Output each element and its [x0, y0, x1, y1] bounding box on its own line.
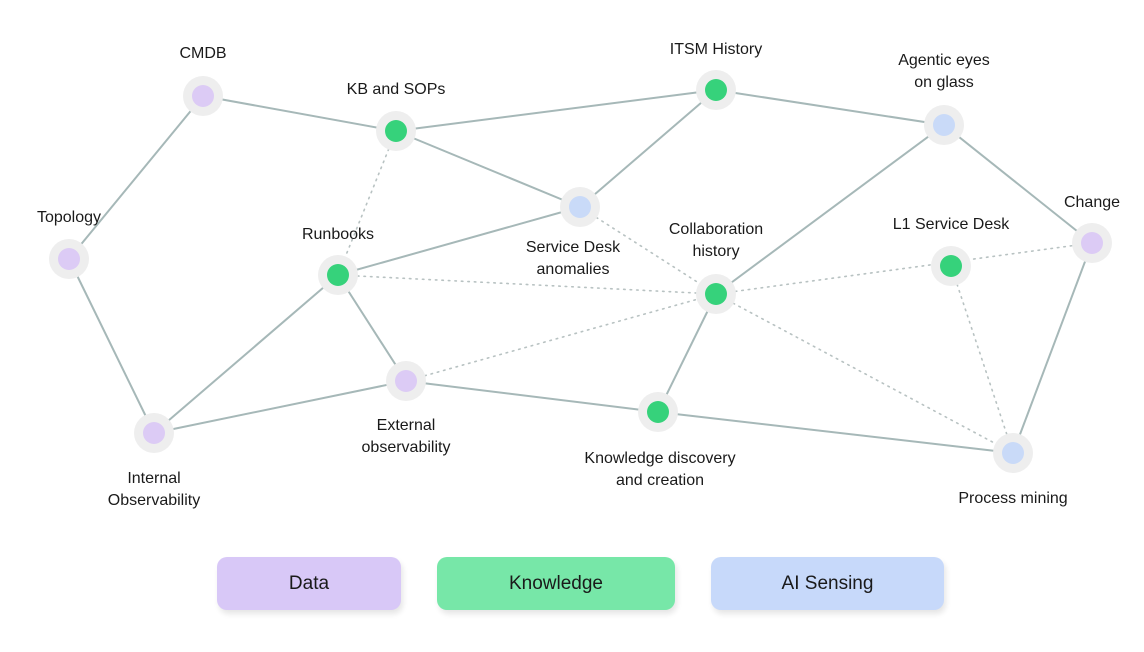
node-external-observability: External observability: [362, 361, 451, 456]
node-label-line: Collaboration: [669, 221, 763, 238]
node-label-line: Knowledge discovery: [584, 450, 735, 467]
node-label-line: CMDB: [179, 45, 226, 62]
node-l1-service-desk: L1 Service Desk: [893, 216, 1010, 286]
legend-data: Data: [217, 557, 401, 610]
edge-service-desk-anomalies-to-collaboration-history: [579, 206, 717, 295]
node-dot-ai_sensing: [569, 196, 591, 218]
node-dot-data: [395, 370, 417, 392]
node-label-line: External: [377, 417, 436, 434]
edge-change-to-process-mining: [1012, 242, 1093, 454]
legend-knowledge: Knowledge: [437, 557, 675, 610]
node-topology: Topology: [37, 209, 101, 279]
node-agentic-eyes: Agentic eyes on glass: [898, 52, 990, 145]
node-label-line: Internal: [127, 470, 180, 487]
node-label-line: KB and SOPs: [347, 81, 446, 98]
node-label-line: Topology: [37, 209, 101, 226]
node-dot-data: [143, 422, 165, 444]
node-label-line: Runbooks: [302, 226, 374, 243]
node-process-mining: Process mining: [958, 433, 1068, 507]
node-label-line: Service Desk: [526, 239, 621, 256]
node-dot-data: [58, 248, 80, 270]
node-service-desk-anomalies: Service Desk anomalies: [526, 187, 621, 278]
node-label-line: and creation: [616, 472, 704, 489]
edge-runbooks-to-service-desk-anomalies: [337, 206, 581, 276]
edge-collaboration-history-to-change: [715, 242, 1093, 295]
node-label-line: Agentic eyes: [898, 52, 990, 69]
edge-knowledge-discovery-to-process-mining: [657, 411, 1014, 454]
edge-topology-to-internal-observability: [68, 258, 155, 434]
edge-kb-sops-to-itsm-history: [395, 89, 717, 132]
edge-itsm-history-to-agentic-eyes: [715, 89, 945, 126]
node-dot-ai_sensing: [933, 114, 955, 136]
node-label-line: L1 Service Desk: [893, 216, 1010, 233]
node-label-line: Observability: [108, 492, 200, 509]
node-label-collaboration-history: Collaboration history: [669, 221, 763, 260]
edge-external-observability-to-knowledge-discovery: [405, 380, 659, 413]
node-dot-knowledge: [705, 79, 727, 101]
node-label-itsm-history: ITSM History: [670, 41, 762, 58]
node-dot-knowledge: [647, 401, 669, 423]
node-collaboration-history: Collaboration history: [669, 221, 763, 314]
node-label-agentic-eyes: Agentic eyes on glass: [898, 52, 990, 91]
node-cmdb: CMDB: [179, 45, 227, 116]
node-label-l1-service-desk: L1 Service Desk: [893, 216, 1010, 233]
node-label-line: ITSM History: [670, 41, 762, 58]
edge-runbooks-to-collaboration-history: [337, 274, 717, 295]
legend-ai-sensing: AI Sensing: [711, 557, 944, 610]
node-label-kb-sops: KB and SOPs: [347, 81, 446, 98]
node-label-runbooks: Runbooks: [302, 226, 374, 243]
legend-data-label: Data: [288, 572, 330, 594]
node-itsm-history: ITSM History: [670, 41, 762, 110]
edge-agentic-eyes-to-change: [943, 124, 1093, 244]
node-label-external-observability: External observability: [362, 417, 451, 456]
node-label-knowledge-discovery: Knowledge discovery and creation: [584, 450, 735, 489]
node-knowledge-discovery: Knowledge discovery and creation: [584, 392, 736, 489]
edge-external-observability-to-collaboration-history: [405, 293, 717, 382]
node-label-change: Change: [1064, 194, 1120, 211]
node-label-line: history: [692, 243, 739, 260]
node-label-line: Process mining: [958, 490, 1067, 507]
edges-layer: [68, 89, 1093, 454]
edge-internal-observability-to-external-observability: [153, 380, 407, 434]
node-dot-data: [192, 85, 214, 107]
edge-agentic-eyes-to-collaboration-history: [715, 124, 945, 295]
node-label-topology: Topology: [37, 209, 101, 226]
node-dot-ai_sensing: [1002, 442, 1024, 464]
edge-service-desk-anomalies-to-itsm-history: [579, 89, 717, 208]
legend-ai-sensing-label: AI Sensing: [781, 572, 874, 594]
edge-knowledge-discovery-to-collaboration-history: [657, 293, 717, 413]
node-label-cmdb: CMDB: [179, 45, 226, 62]
edge-cmdb-to-topology: [68, 95, 204, 260]
node-dot-data: [1081, 232, 1103, 254]
legend-knowledge-label: Knowledge: [508, 572, 604, 594]
node-kb-sops: KB and SOPs: [347, 81, 446, 151]
edge-kb-sops-to-service-desk-anomalies: [395, 130, 581, 208]
node-dot-knowledge: [385, 120, 407, 142]
edge-runbooks-to-external-observability: [337, 274, 407, 382]
edge-l1-service-desk-to-process-mining: [950, 265, 1014, 454]
node-label-line: on glass: [914, 74, 974, 91]
node-dot-knowledge: [705, 283, 727, 305]
node-label-line: observability: [362, 439, 451, 456]
node-runbooks: Runbooks: [302, 226, 374, 295]
edge-cmdb-to-kb-sops: [202, 95, 397, 132]
node-change: Change: [1064, 194, 1120, 263]
node-label-process-mining: Process mining: [958, 490, 1067, 507]
edge-collaboration-history-to-process-mining: [715, 293, 1014, 454]
edge-internal-observability-to-runbooks: [153, 274, 339, 434]
node-dot-knowledge: [327, 264, 349, 286]
node-label-line: anomalies: [537, 261, 610, 278]
node-dot-knowledge: [940, 255, 962, 277]
node-label-line: Change: [1064, 194, 1120, 211]
node-label-service-desk-anomalies: Service Desk anomalies: [526, 239, 621, 278]
edge-kb-sops-to-runbooks: [337, 130, 397, 276]
